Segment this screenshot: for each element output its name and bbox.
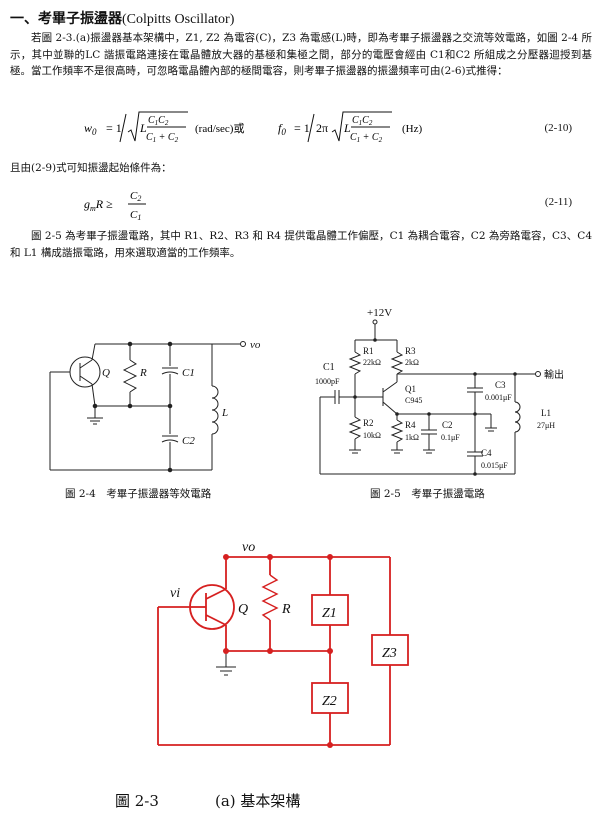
equation-2-10-svg: w0 = 1 L C1C2 C1 + C2 (rad/sec)或 f0 = 1 …: [84, 111, 422, 144]
fig24-label-l: L: [221, 407, 228, 419]
fig25-label-q1: Q1: [405, 384, 416, 394]
fig25-value-c1: 1000pF: [315, 377, 340, 386]
figure-2-3: vo vi Q R Z1 Z2 Z3: [157, 540, 409, 748]
svg-text:L: L: [139, 121, 147, 135]
fig23-label-vi: vi: [170, 586, 180, 601]
equation-2-10: w0 = 1 L C1C2 C1 + C2 (rad/sec)或 f0 = 1 …: [0, 108, 600, 148]
fig25-value-c2: 0.1μF: [441, 433, 460, 442]
fig23-label-q: Q: [238, 602, 248, 617]
fig23-label-r: R: [281, 602, 291, 617]
fig24-label-r: R: [139, 367, 147, 379]
eq-equals: = 1: [106, 121, 122, 135]
title-english: (Colpitts Oscillator): [122, 12, 235, 27]
svg-text:L: L: [343, 121, 351, 135]
fig25-value-q1: C945: [405, 396, 422, 405]
fig23-label-vo: vo: [242, 540, 255, 555]
fig23-label-z1: Z1: [322, 606, 337, 621]
fig23-caption-number: 圖 2-3: [115, 792, 159, 810]
intro-paragraph: 若圖 2-3.(a)振盪器基本架構中，Z1, Z2 為電容(C)，Z3 為電感(…: [10, 30, 592, 80]
svg-text:C1C2: C1C2: [352, 115, 373, 127]
desc-paragraph: 圖 2-5 為考畢子振盪電路，其中 R1、R2、R3 和 R4 提供電晶體工作偏…: [10, 228, 592, 261]
eq-unit-rad: (rad/sec)或: [195, 122, 244, 135]
intro-text: 若圖 2-3.(a)振盪器基本架構中，Z1, Z2 為電容(C)，Z3 為電感(…: [10, 32, 592, 77]
fig25-label-c1: C1: [323, 362, 335, 373]
fig25-label-r3: R3: [405, 346, 416, 356]
fig24-label-q: Q: [102, 367, 110, 379]
desc-text: 圖 2-5 為考畢子振盪電路，其中 R1、R2、R3 和 R4 提供電晶體工作偏…: [10, 230, 592, 259]
svg-text:2π: 2π: [316, 121, 328, 135]
fig25-label-c2: C2: [442, 420, 453, 430]
fig25-label-c3: C3: [495, 380, 506, 390]
eq-w0-symbol: w0: [84, 121, 97, 137]
fig25-label-l1: L1: [541, 408, 551, 418]
fig24-label-c1: C1: [182, 367, 195, 379]
svg-text:C1 + C2: C1 + C2: [146, 132, 179, 144]
fig25-label-vcc: +12V: [367, 307, 392, 319]
condition-text: 且由(2-9)式可知振盪起始條件為：: [10, 162, 172, 174]
svg-text:C1C2: C1C2: [148, 115, 169, 127]
equation-2-11: gmR ≥ C2 C1 (2-11): [0, 184, 600, 224]
fig25-label-r2: R2: [363, 418, 374, 428]
fig24-label-vo: vo: [250, 339, 261, 351]
fig23-label-z2: Z2: [322, 694, 337, 709]
section-title: 一、考畢子振盪器(Colpitts Oscillator): [10, 8, 234, 28]
svg-text:C1: C1: [130, 209, 141, 222]
svg-text:f0: f0: [278, 121, 286, 137]
fig24-caption: 圖 2-4 考畢子振盪器等效電路: [65, 488, 212, 500]
fig25-value-r4: 1kΩ: [405, 433, 419, 442]
fig25-value-r3: 2kΩ: [405, 358, 419, 367]
title-chinese: 一、考畢子振盪器: [10, 11, 122, 27]
svg-text:= 1: = 1: [294, 121, 310, 135]
fig25-caption: 圖 2-5 考畢子振盪電路: [370, 488, 485, 500]
fig25-label-r1: R1: [363, 346, 374, 356]
eq-number-2-11: (2-11): [544, 196, 572, 208]
condition-line: 且由(2-9)式可知振盪起始條件為：: [10, 160, 592, 177]
eq-number-2-10: (2-10): [544, 122, 573, 134]
svg-text:C1 + C2: C1 + C2: [350, 132, 383, 144]
figure-2-4: Q R C1 C2 L vo: [49, 339, 261, 473]
fig25-value-l1: 27μH: [537, 421, 555, 430]
fig25-value-r2: 10kΩ: [363, 431, 381, 440]
fig25-label-c4: C4: [481, 448, 492, 458]
fig25-label-r4: R4: [405, 420, 416, 430]
transistor-q: [69, 356, 101, 388]
eq-unit-hz: (Hz): [402, 123, 422, 135]
svg-text:gmR ≥: gmR ≥: [84, 197, 113, 213]
fig25-value-r1: 22kΩ: [363, 358, 381, 367]
fig23-label-z3: Z3: [382, 646, 397, 661]
fig24-label-c2: C2: [182, 435, 195, 447]
fig25-value-c4: 0.015μF: [481, 461, 508, 470]
equation-2-11-svg: gmR ≥ C2 C1: [84, 190, 146, 222]
figure-2-5: +12V R1 22kΩ R3 2kΩ C1 1000pF Q1 C945 R2…: [315, 307, 564, 476]
fig25-value-c3: 0.001μF: [485, 393, 512, 402]
fig25-label-output: 輸出: [544, 368, 564, 381]
fig23-caption-subtitle: (a) 基本架構: [215, 792, 301, 810]
svg-text:C2: C2: [130, 190, 141, 203]
